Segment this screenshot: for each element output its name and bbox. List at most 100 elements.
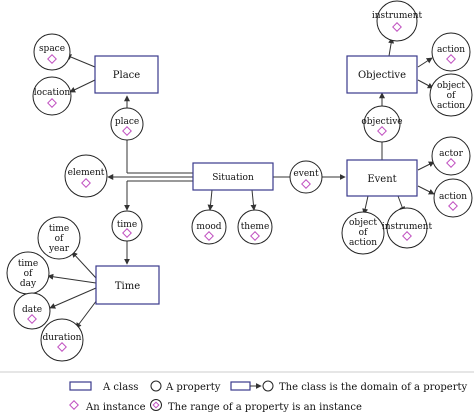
property-date-label: date [22,305,42,315]
edge-time-timeofyear [71,251,97,279]
class-event: Event [346,159,418,197]
legend-property-swatch [150,380,162,392]
property-time-of-day-line2: of [24,269,33,279]
property-action-right: action [433,178,473,218]
property-instrument-top-label: instrument [372,11,423,21]
property-object-of-action-bottom-line2: of [359,228,368,238]
class-objective: Objective [346,55,418,94]
property-time-of-year-line3: year [48,244,70,254]
property-action-top-label: action [437,45,465,55]
property-time-of-day-line3: day [20,279,37,289]
legend-range-diamond [152,401,160,409]
property-theme: theme [237,209,273,245]
edge-situation-mood [207,189,214,211]
class-place: Place [94,55,159,94]
edge-time-timeofday [47,273,97,284]
edge-place-space [65,54,96,68]
class-situation: Situation [192,162,274,191]
property-action-right-label: action [439,192,467,202]
range-instance-diamond [250,231,260,241]
property-object-of-action-top-line1: object [437,81,465,91]
property-element: element [64,154,108,198]
property-space-label: space [39,44,65,54]
property-object-of-action-top-line2: of [447,91,456,101]
range-instance-diamond [377,126,387,136]
edge-event-actor [417,161,435,171]
legend: A class A property The class is the doma… [0,371,474,413]
class-objective-label: Objective [358,70,406,81]
range-instance-diamond [81,178,91,188]
property-location: location [32,76,72,116]
property-theme-label: theme [241,222,270,232]
property-mood: mood [191,209,227,245]
property-instrument-bottom-label: instrument [382,222,433,232]
legend-domain-class-swatch [230,381,251,391]
range-instance-diamond [204,231,214,241]
edge-place-location [69,79,96,93]
class-event-label: Event [367,174,396,185]
class-time-label: Time [115,281,140,292]
legend-domain-label: The class is the domain of a property [279,382,468,393]
property-actor: actor [431,136,471,176]
range-instance-diamond [301,179,311,189]
property-time-of-day-line1: time [18,259,38,269]
range-instance-diamond [47,98,57,108]
range-instance-diamond [122,126,132,136]
property-action-top: action [431,32,471,72]
property-date: date [13,292,51,330]
property-time-of-year-line1: time [49,224,69,234]
legend-instance-diamond [69,400,79,410]
class-situation-label: Situation [212,173,254,183]
property-actor-label: actor [439,149,463,159]
property-time-of-year: time of year [37,216,81,260]
property-duration-label: duration [43,333,82,343]
property-objective: objective [361,105,403,143]
class-place-label: Place [113,70,140,81]
range-instance-diamond [57,342,67,352]
edge-objective-action [417,57,433,68]
range-instance-diamond [446,54,456,64]
property-event-label: event [293,169,319,179]
range-instance-diamond [446,158,456,168]
legend-class-swatch [69,381,92,391]
property-place-label: place [115,117,139,127]
class-time: Time [95,265,160,305]
property-object-of-action-bottom: object of action [341,211,385,255]
range-instance-diamond [402,231,412,241]
legend-class-label: A class [102,382,138,393]
range-instance-diamond [122,228,132,238]
property-objective-label: objective [361,117,402,127]
edge-objective-objectofaction [417,79,434,89]
property-time: time [111,210,143,242]
property-element-label: element [68,168,105,178]
property-object-of-action-top-line3: action [437,101,465,111]
edge-situation-theme [250,189,257,211]
property-instrument-bottom: instrument [382,207,433,249]
range-instance-diamond [448,201,458,211]
range-instance-diamond [27,314,37,324]
property-object-of-action-bottom-line3: action [349,238,377,248]
property-object-of-action-bottom-line1: object [349,218,377,228]
property-time-label: time [117,220,137,230]
legend-instance-label: An instance [85,402,146,413]
range-instance-diamond [392,22,402,32]
edge-event-action [417,185,435,195]
edge-event-objectofaction [362,195,369,215]
edge-objective-instrument [388,37,395,57]
property-space: space [33,33,71,71]
range-instance-diamond [47,54,57,64]
property-time-of-year-line2: of [55,234,64,244]
legend-range-label: The range of a property is an instance [168,402,362,413]
property-event: event [289,160,323,194]
property-mood-label: mood [196,222,221,232]
legend-domain-property-swatch [262,380,274,392]
property-duration: duration [40,318,84,362]
legend-property-label: A property [165,382,221,393]
property-object-of-action-top: object of action [429,73,473,117]
property-time-of-day: time of day [6,251,50,295]
property-place: place [110,107,144,141]
property-location-label: location [34,88,71,98]
edge-time-date [49,287,97,309]
